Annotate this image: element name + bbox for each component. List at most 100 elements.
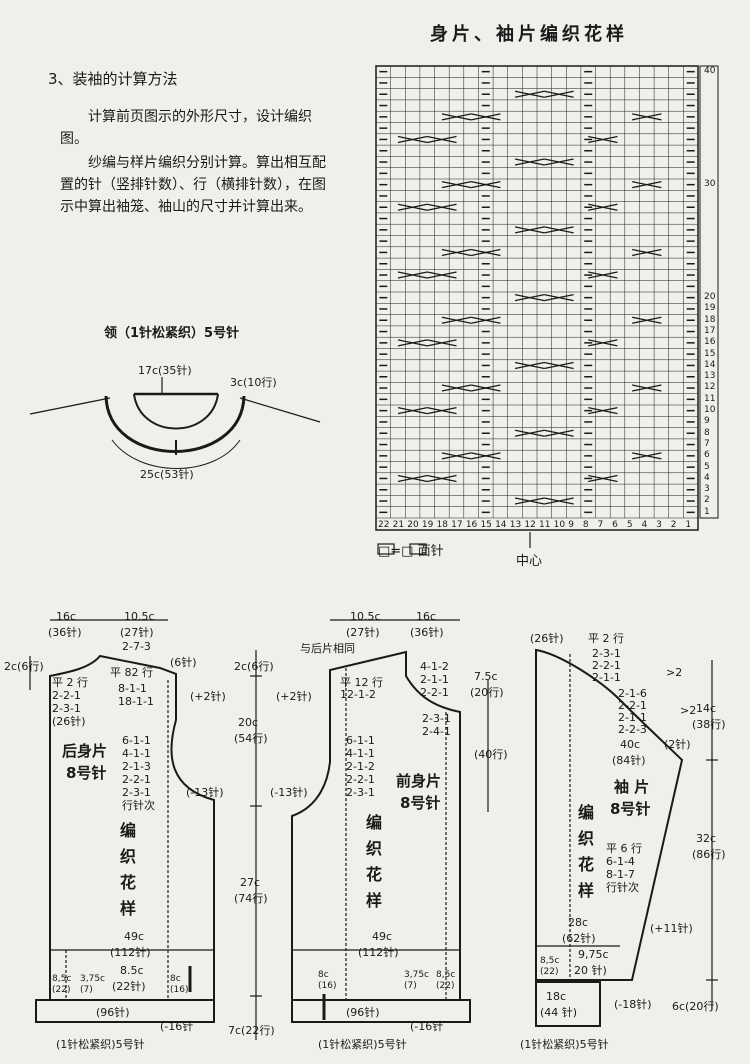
- sleeve-cuffh: 6c(20行): [672, 1000, 719, 1013]
- chart-row-number: 20: [704, 292, 716, 302]
- front-same: 与后片相同: [300, 642, 355, 655]
- sleeve-len: 32c: [696, 832, 717, 845]
- chart-row-number: 17: [704, 325, 716, 336]
- sleeve-gt2b: >2: [680, 704, 697, 717]
- front-depth2: (20行): [470, 686, 504, 699]
- front-minus13: (-13针): [270, 786, 308, 799]
- sleeve-plus11: (+11针): [650, 922, 693, 935]
- sleeve-b2: (62针): [562, 932, 596, 945]
- back-bottom-w2: 8.5c: [120, 964, 144, 977]
- chart-col-number: 19: [421, 520, 434, 530]
- paragraph-1: 计算前页图示的外形尺寸，设计编织图。: [60, 109, 312, 147]
- chart-row-number: 13: [704, 371, 716, 382]
- chart-row-number: 10: [704, 405, 716, 415]
- chart-col-number: 7: [597, 520, 604, 530]
- chart-col-number: 22: [378, 520, 390, 530]
- chart-row-number: 9: [704, 416, 710, 427]
- front-shoulder-w: 10.5c: [350, 610, 381, 623]
- sleeve-dec: (-18针): [614, 998, 652, 1011]
- back-left-top: 2c(6行): [4, 660, 44, 673]
- chart-row-number: 5: [704, 461, 710, 472]
- collar-circumference: 25c(53针): [140, 468, 194, 481]
- sleeve-rib: (1针松紧织)5号针: [520, 1038, 609, 1051]
- back-bottom-st2: (22针): [112, 980, 146, 993]
- chart-row-number: 40: [704, 66, 716, 76]
- chart-col-number: 21: [392, 520, 405, 530]
- chart-col-number: 4: [641, 520, 648, 530]
- chart-row-number: 8: [704, 427, 710, 438]
- paragraph-2: 纱编与样片编织分别计算。算出相互配置的针（竖排针数）、行（横排针数），在图示中算…: [60, 155, 326, 215]
- chart-row-number: 2: [704, 495, 710, 506]
- chart-row-number: 14: [704, 359, 716, 370]
- back-right-6: (6针): [170, 656, 197, 669]
- chart-row-number: 30: [704, 179, 716, 189]
- back-bottom-w: 49c: [124, 930, 145, 943]
- back-bottom-st: (112针): [110, 946, 151, 959]
- chart-col-number: 18: [436, 520, 448, 530]
- chart-col-number: 5: [626, 520, 633, 530]
- front-neck: 平 12 行: [340, 676, 383, 689]
- front-small-c: 8,5c(22): [436, 970, 456, 991]
- page-title: 身片、袖片编织花样: [430, 24, 628, 45]
- chart-col-number: 2: [670, 520, 677, 530]
- mid-dim-e: (74行): [234, 892, 268, 905]
- front-pattern-label: 编织花样: [365, 813, 382, 910]
- chart-col-number: 12: [524, 520, 536, 530]
- chart-row-number: 12: [704, 382, 716, 393]
- sleeve-b4: 20 针): [574, 964, 607, 977]
- front-bottom-st: (112针): [358, 946, 399, 959]
- back-small-c: 8c(16): [170, 974, 189, 995]
- sleeve-flat: 平 2 行: [588, 632, 624, 645]
- chart-col-number: 3: [656, 520, 662, 530]
- chart-col-number: 16: [465, 520, 478, 530]
- mid-dim-b: 20c: [238, 716, 259, 729]
- front-rows40: (40行): [474, 748, 508, 761]
- chart-col-number: 14: [495, 520, 507, 530]
- sleeve-b1: 28c: [568, 916, 589, 929]
- sleeve-cuff: 18c: [546, 990, 567, 1003]
- back-small-a: 8,5c(22): [52, 974, 72, 995]
- back-rib-width: (96针): [96, 1006, 130, 1019]
- sleeve-top: (26针): [530, 632, 564, 645]
- front-small-b: 3,75c(7): [404, 970, 429, 991]
- chart-col-number: 15: [480, 520, 492, 530]
- mid-dim-c: (54行): [234, 732, 268, 745]
- front-rib-width: (96针): [346, 1006, 380, 1019]
- front-shoulder-st: (27针): [346, 626, 380, 639]
- chart-legend: □=□ 面针: [378, 544, 444, 559]
- chart-row-number: 16: [704, 337, 716, 348]
- collar-depth: 3c(10行): [230, 376, 277, 389]
- chart-row-number: 18: [704, 314, 716, 325]
- back-shoulder-st: (27针): [120, 626, 154, 639]
- sleeve-gt2a: >2: [666, 666, 683, 679]
- back-name: 后身片: [62, 742, 108, 760]
- chart-col-number: 17: [451, 520, 463, 530]
- front-depth: 7.5c: [474, 670, 498, 683]
- chart-col-number: 13: [509, 520, 522, 530]
- chart-col-number: 8: [582, 520, 589, 530]
- back-needle: 8号针: [66, 764, 107, 782]
- chart-row-number: 7: [704, 438, 710, 449]
- sleeve-len2: (86行): [692, 848, 726, 861]
- back-shoulder-width: 10.5c: [124, 610, 155, 623]
- front-rib: (1针松紧织)5号针: [318, 1038, 407, 1051]
- sleeve-cuff2: (44 针): [540, 1006, 578, 1019]
- collar-title: 领（1针松紧织）5号针: [104, 326, 240, 341]
- back-shoulder-seq: 2-7-3: [122, 640, 151, 653]
- front-small-a: 8c(16): [318, 970, 337, 991]
- back-rib-dec: (-16针: [160, 1020, 194, 1033]
- chart-col-number: 10: [553, 520, 566, 530]
- mid-dim-a: 2c(6行): [234, 660, 274, 673]
- back-top-width-st: (36针): [48, 626, 82, 639]
- sleeve-w2: (84针): [612, 754, 646, 767]
- back-rib: (1针松紧织)5号针: [56, 1038, 145, 1051]
- sleeve-plus2: (2针): [664, 738, 691, 751]
